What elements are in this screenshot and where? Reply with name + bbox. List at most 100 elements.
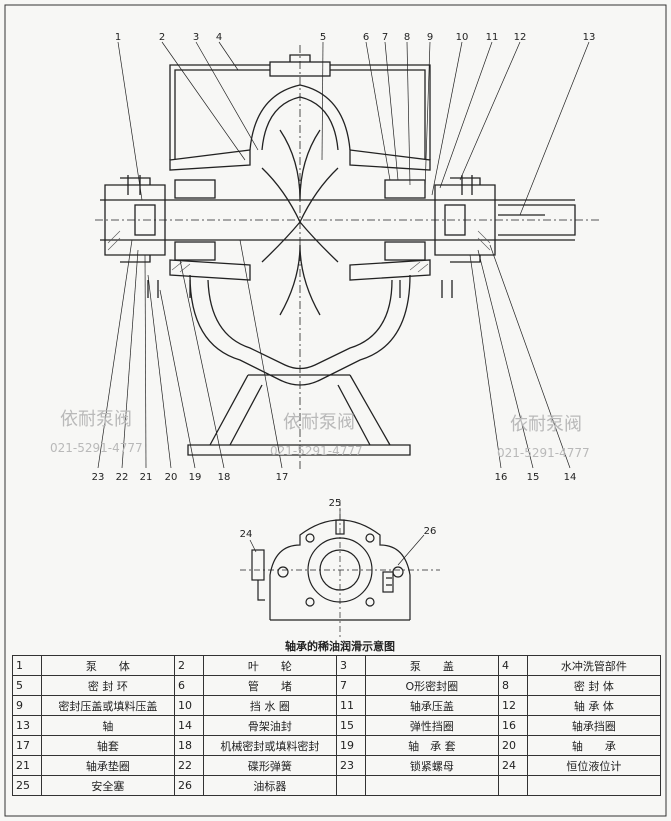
callout-26: 26 (424, 526, 437, 537)
callout-19: 19 (189, 472, 202, 483)
part-number: 3 (335, 655, 366, 676)
part-number: 17 (12, 735, 42, 756)
part-name: 轴承压盖 (364, 695, 499, 716)
callout-21: 21 (140, 472, 153, 483)
section-hatching (107, 230, 491, 273)
callout-9: 9 (427, 32, 433, 43)
callout-20: 20 (165, 472, 178, 483)
part-number: 26 (173, 775, 204, 796)
detail-callouts: 25 24 26 (240, 498, 437, 540)
callouts-bottom: 23 22 21 20 19 18 17 16 15 14 (92, 472, 577, 483)
callout-24: 24 (240, 529, 253, 540)
part-name: 油标器 (202, 775, 337, 796)
part-number: 2 (173, 655, 204, 676)
callout-25: 25 (329, 498, 342, 509)
callout-6: 6 (363, 32, 369, 43)
part-number: 23 (335, 755, 366, 776)
part-number: 25 (12, 775, 42, 796)
part-name: 恒位液位计 (526, 755, 662, 776)
part-number: 9 (12, 695, 42, 716)
part-number: 14 (173, 715, 204, 736)
callout-5: 5 (320, 32, 326, 43)
callout-7: 7 (382, 32, 388, 43)
part-name: 轴 (40, 715, 175, 736)
watermark-brand-3: 依耐泵阀 (510, 414, 582, 435)
part-name: 挡 水 圈 (202, 695, 337, 716)
part-number: 7 (335, 675, 366, 696)
callout-17: 17 (276, 472, 289, 483)
part-number: 13 (12, 715, 42, 736)
part-name: 泵 体 (40, 655, 175, 676)
callout-23: 23 (92, 472, 105, 483)
part-name: 碟形弹簧 (202, 755, 337, 776)
part-name: 密 封 体 (526, 675, 662, 696)
part-number: 19 (335, 735, 366, 756)
callout-2: 2 (159, 32, 165, 43)
lubrication-detail-drawing (240, 500, 440, 640)
part-name: 安全塞 (40, 775, 175, 796)
callout-16: 16 (495, 472, 508, 483)
part-name: 轴承挡圈 (526, 715, 662, 736)
part-name: 管 堵 (202, 675, 337, 696)
part-name: 密封压盖或填料压盖 (40, 695, 175, 716)
callout-18: 18 (218, 472, 231, 483)
callout-13: 13 (583, 32, 596, 43)
callout-leaders-top (117, 41, 590, 216)
part-number: 6 (173, 675, 204, 696)
part-name: 锁紧螺母 (364, 755, 499, 776)
part-name (526, 775, 662, 796)
watermark-brand-1: 依耐泵阀 (60, 409, 132, 430)
part-number: 16 (497, 715, 528, 736)
callout-15: 15 (527, 472, 540, 483)
watermark-phone-1: 021-5291-4777 (50, 441, 143, 455)
watermark-phone-2: 021-5291-4777 (270, 444, 363, 458)
part-number: 21 (12, 755, 42, 776)
callout-12: 12 (514, 32, 527, 43)
callout-10: 10 (456, 32, 469, 43)
part-name: 水冲洗管部件 (526, 655, 662, 676)
part-number: 22 (173, 755, 204, 776)
part-number (335, 775, 366, 796)
callout-leaders-bottom (97, 239, 571, 469)
callout-4: 4 (216, 32, 222, 43)
part-name: 弹性挡圈 (364, 715, 499, 736)
detail-caption: 轴承的稀油润滑示意图 (285, 639, 395, 653)
part-name: 轴套 (40, 735, 175, 756)
part-number: 1 (12, 655, 42, 676)
part-name: 骨架油封 (202, 715, 337, 736)
watermarks: 依耐泵阀 021-5291-4777 依耐泵阀 021-5291-4777 依耐… (50, 409, 590, 460)
callout-14: 14 (564, 472, 577, 483)
part-number: 20 (497, 735, 528, 756)
part-name: 泵 盖 (364, 655, 499, 676)
part-name: 密 封 环 (40, 675, 175, 696)
part-name: 轴承垫圈 (40, 755, 175, 776)
pump-cross-section (95, 45, 600, 470)
part-number: 8 (497, 675, 528, 696)
callout-3: 3 (193, 32, 199, 43)
callout-1: 1 (115, 32, 121, 43)
watermark-phone-3: 021-5291-4777 (497, 446, 590, 460)
part-number (497, 775, 528, 796)
watermark-brand-2: 依耐泵阀 (283, 412, 355, 433)
part-name: 轴 承 体 (526, 695, 662, 716)
callouts-top: 1 2 3 4 5 6 7 8 9 10 11 12 13 (115, 32, 596, 43)
part-number: 15 (335, 715, 366, 736)
callout-11: 11 (486, 32, 499, 43)
part-number: 4 (497, 655, 528, 676)
part-name: 轴 承 套 (364, 735, 499, 756)
part-number: 10 (173, 695, 204, 716)
part-name: 机械密封或填料密封 (202, 735, 337, 756)
part-name: O形密封圈 (364, 675, 499, 696)
part-number: 12 (497, 695, 528, 716)
callout-22: 22 (116, 472, 129, 483)
part-name: 轴 承 (526, 735, 662, 756)
